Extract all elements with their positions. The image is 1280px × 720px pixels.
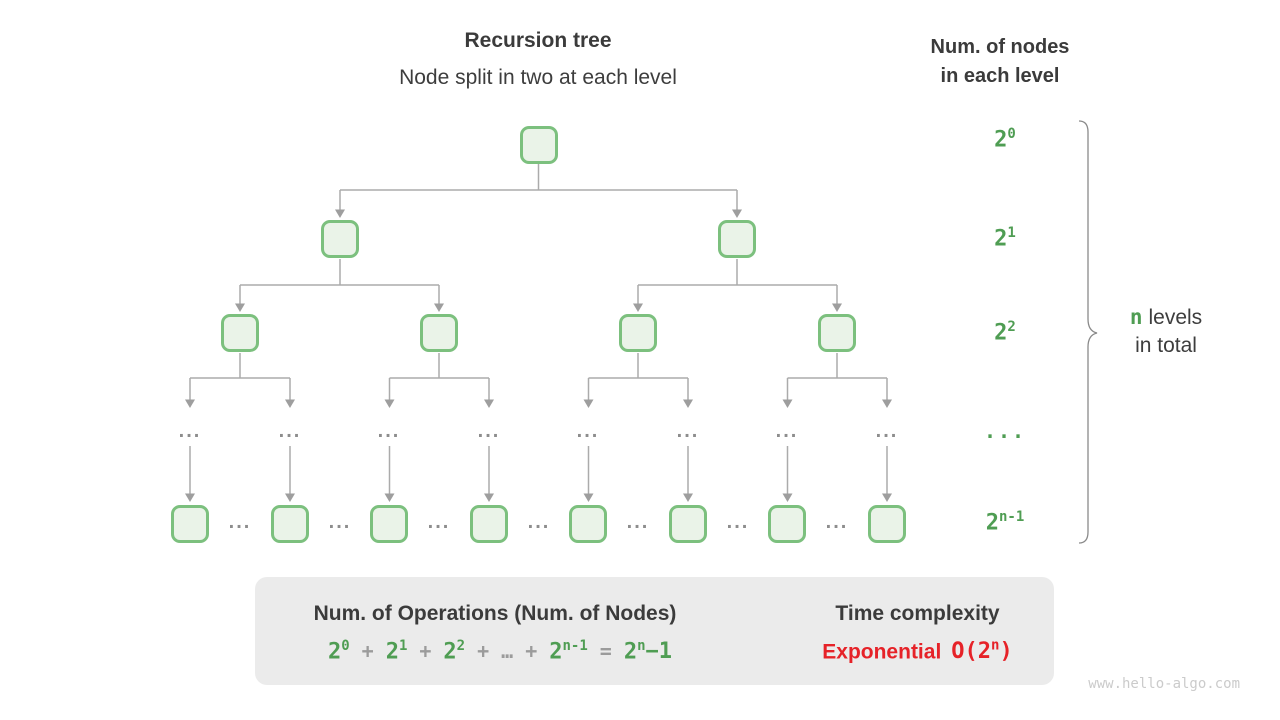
formula-term: −1 [645,639,673,665]
ellipsis-node: ... [676,420,700,442]
tree-node [321,220,359,258]
ellipsis-separator: ... [228,511,252,533]
formula-term: 2n [623,638,646,665]
tree-node [868,505,906,543]
tree-node [370,505,408,543]
watermark: www.hello-algo.com [1088,676,1240,692]
ellipsis-node: ... [377,420,401,442]
operations-title: Num. of Operations (Num. of Nodes) [313,602,677,625]
formula-operator: + [419,639,432,664]
ellipsis-node: ... [875,420,899,442]
complexity-label: Exponential [822,640,942,664]
level-count-ellipsis: ... [983,419,1027,443]
ellipsis-separator: ... [527,511,551,533]
time-complexity-title: Time complexity [835,602,1000,625]
operations-formula: 20 +21 +22 + … +2n-1 = 2n−1 [280,638,720,664]
formula-term: 2n-1 [549,638,588,665]
ellipsis-separator: ... [328,511,352,533]
level-count-label: 22 [994,319,1016,346]
right-column-title-line1: Num. of nodes [930,36,1070,58]
ellipsis-node: ... [576,420,600,442]
tree-node-root [520,126,558,164]
tree-node [619,314,657,352]
ellipsis-separator: ... [427,511,451,533]
summary-box [255,577,1054,685]
ellipsis-separator: ... [726,511,750,533]
arrowhead-icons [185,209,892,502]
tree-node [718,220,756,258]
formula-operator: + [477,639,490,664]
formula-equals: = [599,639,612,664]
right-column-title-line2: in each level [940,65,1060,87]
formula-operator: + [525,639,538,664]
formula-ellipsis: … [501,639,514,664]
tree-node [569,505,607,543]
formula-term: 20 [327,638,350,665]
levels-brace [1078,120,1098,544]
ellipsis-node: ... [278,420,302,442]
ellipsis-node: ... [178,420,202,442]
tree-node [818,314,856,352]
ellipsis-node: ... [775,420,799,442]
big-o-notation: O(2n) [951,638,1013,665]
tree-node [470,505,508,543]
level-count-label: 2n-1 [985,509,1025,536]
level-count-label: 21 [994,225,1016,252]
tree-connector-lines [189,164,888,494]
tree-node [171,505,209,543]
diagram-title: Recursion tree [464,29,612,52]
ellipsis-separator: ... [626,511,650,533]
level-count-label: 20 [994,126,1016,153]
tree-node [669,505,707,543]
diagram-subtitle: Node split in two at each level [399,66,677,89]
ellipsis-node: ... [477,420,501,442]
tree-node [271,505,309,543]
right-column-title: Num. of nodes in each level [900,33,1100,91]
time-complexity-value: Exponential O(2n) [795,638,1040,664]
tree-node [420,314,458,352]
tree-node [221,314,259,352]
formula-operator: + [361,639,374,664]
ellipsis-separator: ... [825,511,849,533]
n-variable: n [1129,305,1143,329]
tree-node [768,505,806,543]
formula-term: 22 [443,638,466,665]
formula-term: 21 [385,638,408,665]
